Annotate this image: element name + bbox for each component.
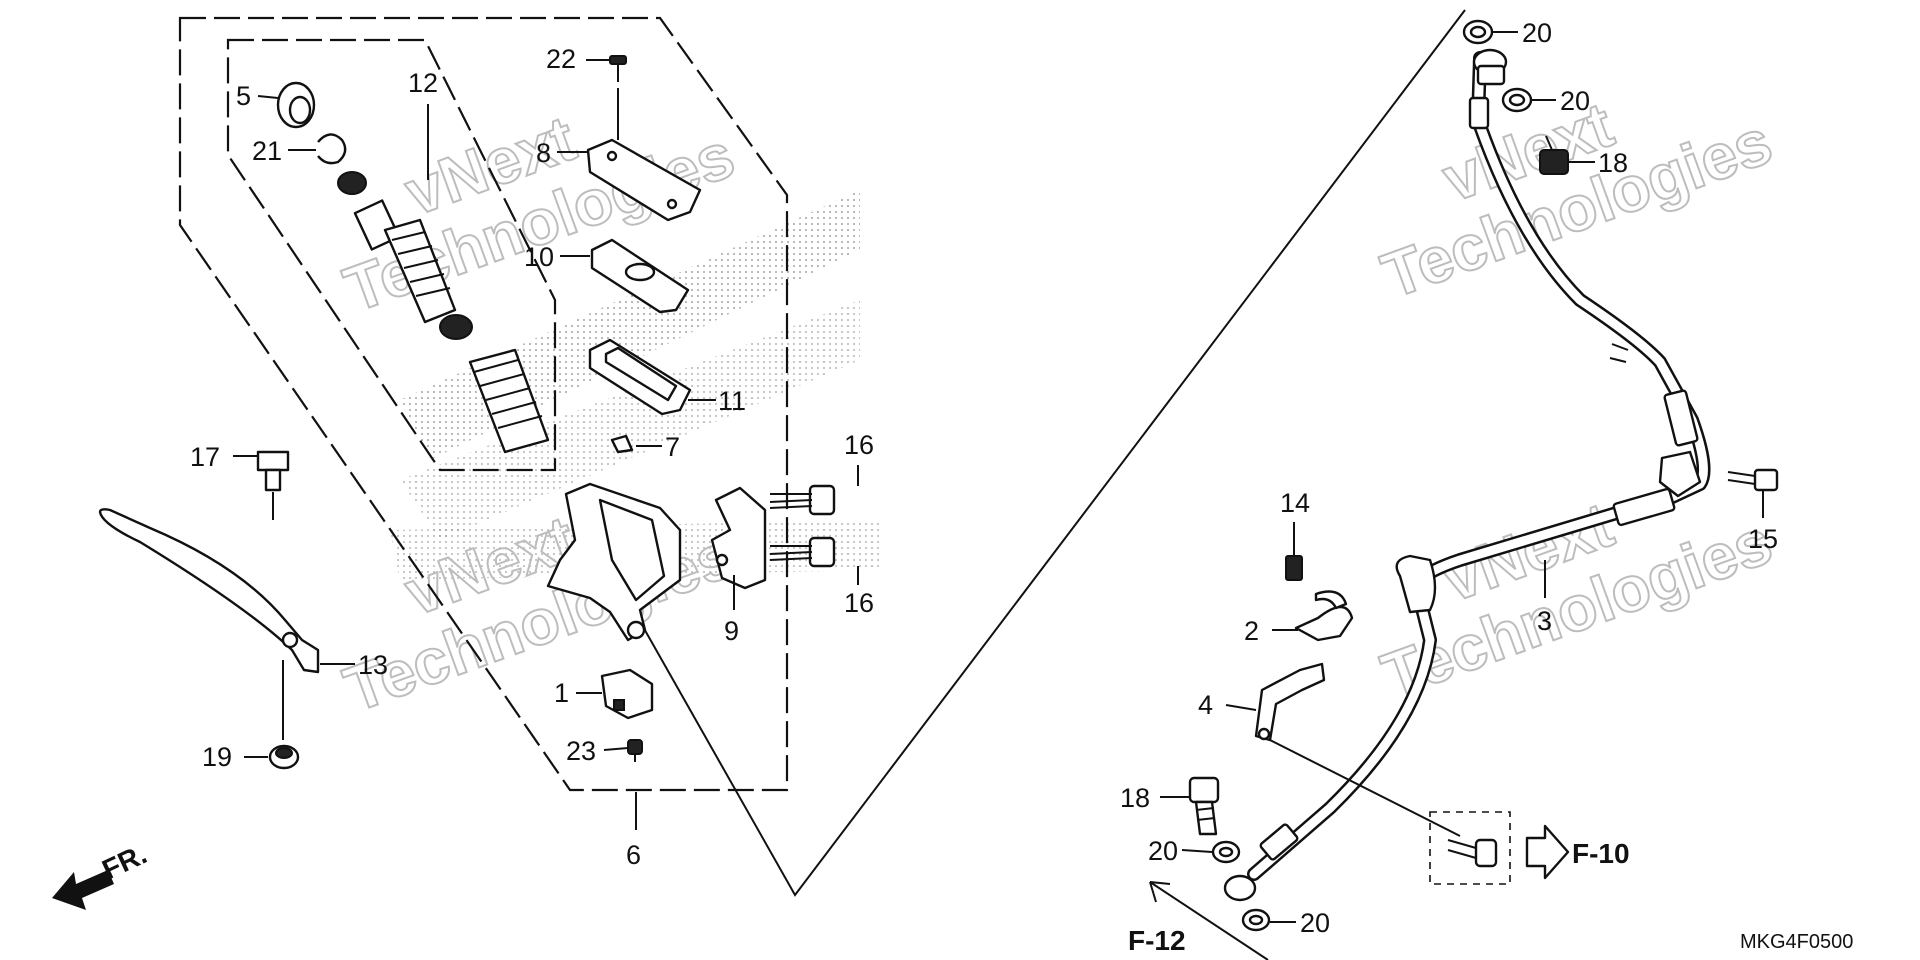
- part-19-nut: [268, 744, 300, 770]
- part-22-screw: [609, 55, 627, 82]
- front-direction-arrow-icon: [52, 870, 114, 910]
- part-20-washer-b: [1501, 87, 1533, 113]
- callout-20-c: 20: [1148, 836, 1178, 866]
- callout-9: 9: [724, 616, 739, 646]
- callout-18-lower: 18: [1120, 783, 1150, 813]
- callout-5: 5: [236, 81, 251, 111]
- reference-triangle-outline: [624, 9, 1466, 897]
- master-cylinder-body: [546, 482, 682, 642]
- callout-3: 3: [1537, 606, 1552, 636]
- part-8-reservoir-cap: [586, 138, 702, 222]
- part-12-piston-set: [337, 171, 550, 454]
- callout-7: 7: [665, 432, 680, 462]
- callout-20-b: 20: [1560, 86, 1590, 116]
- callout-8: 8: [536, 138, 551, 168]
- part-5-boot-cap: [276, 81, 316, 129]
- part-18-bolt-lower: [1188, 776, 1220, 836]
- callout-11: 11: [718, 386, 746, 416]
- part-9-holder: [710, 486, 767, 590]
- callout-6: 6: [626, 840, 641, 870]
- callout-12: 12: [408, 68, 438, 98]
- part-14-bolt: [1285, 555, 1303, 581]
- master-cylinder-assembly-outline: [178, 16, 789, 792]
- callout-22: 22: [546, 44, 576, 74]
- leader-lines: [233, 31, 1764, 923]
- part-3-brake-hose: [1247, 51, 1711, 881]
- part-23-screw: [627, 739, 643, 762]
- part-16-bolt-upper: [769, 484, 836, 516]
- f10-bolt-frame: [1429, 811, 1511, 885]
- f12-reference: F-12: [1128, 925, 1186, 956]
- diagram-code: MKG4F0500: [1740, 931, 1853, 953]
- callout-10: 10: [524, 242, 554, 272]
- part-10-plate: [590, 238, 690, 314]
- part-17-pivot-bolt: [256, 450, 290, 520]
- part-16-bolt-lower: [769, 536, 836, 568]
- watermark-top-right: vNext Technologies: [1372, 87, 1782, 313]
- part-2-clamp: [1294, 590, 1354, 642]
- f12-arrow-icon: [1149, 881, 1171, 903]
- callout-19: 19: [202, 742, 232, 772]
- f10-arrow-icon: [1525, 824, 1570, 880]
- part-11-diaphragm: [588, 338, 692, 416]
- part-4-stay: [1254, 662, 1326, 742]
- lower-banjo-fitting: [1223, 874, 1257, 902]
- callout-2: 2: [1244, 616, 1259, 646]
- callout-21: 21: [252, 136, 282, 166]
- part-1-switch: [600, 668, 654, 720]
- part-7-float: [610, 434, 634, 454]
- part-20-washer-a: [1462, 19, 1494, 45]
- callout-15: 15: [1748, 524, 1778, 554]
- callout-16-upper: 16: [844, 430, 874, 460]
- callout-13: 13: [358, 650, 388, 680]
- callout-20-a: 20: [1522, 18, 1552, 48]
- callout-17: 17: [190, 442, 220, 472]
- part-15-bolt: [1727, 468, 1779, 492]
- upper-bolt-banjo: [1472, 48, 1508, 86]
- part-21-circlip: [317, 133, 347, 165]
- part-20-washer-d: [1241, 908, 1271, 932]
- callout-16-lower: 16: [844, 588, 874, 618]
- callout-20-d: 20: [1300, 908, 1330, 938]
- piston-set-outline: [226, 38, 557, 472]
- callout-1: 1: [554, 678, 569, 708]
- part-13-lever: [98, 508, 320, 674]
- callout-18-upper: 18: [1598, 148, 1628, 178]
- part-20-washer-c: [1211, 840, 1241, 864]
- f10-reference: F-10: [1572, 838, 1630, 869]
- f12-reference-line: [1149, 881, 1269, 960]
- callout-23: 23: [566, 736, 596, 766]
- callout-4: 4: [1198, 690, 1213, 720]
- callout-14: 14: [1280, 488, 1310, 518]
- f10-bolt: [1447, 838, 1498, 868]
